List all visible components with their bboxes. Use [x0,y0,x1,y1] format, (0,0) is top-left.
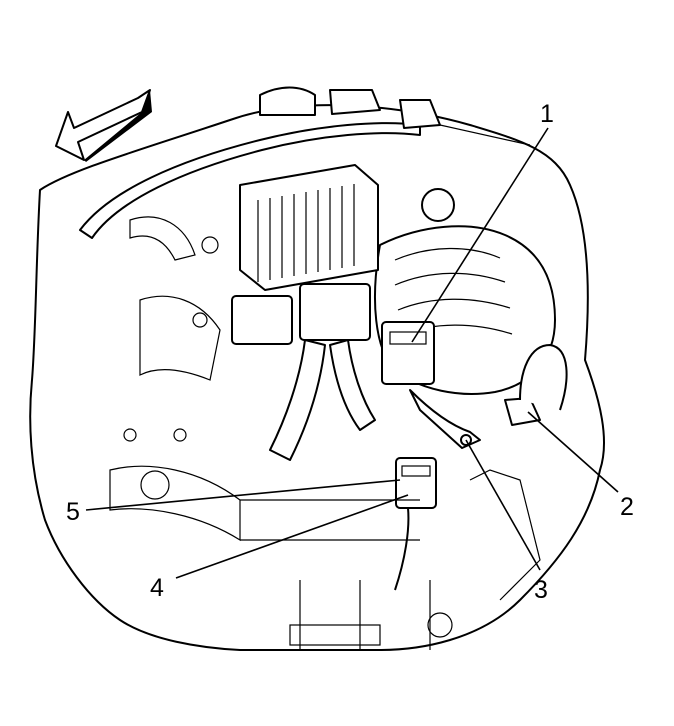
sensor-2 [504,344,568,426]
leader-line-1 [411,127,549,343]
callouts: 1 2 3 4 5 [66,100,634,604]
leader-line-3 [465,439,541,571]
leader-lines [85,127,619,579]
connector-1 [381,321,435,385]
leader-line-2 [527,411,619,493]
callout-4: 4 [150,574,164,602]
leader-line-4 [175,494,409,579]
engine-illustration [29,86,606,651]
callout-2: 2 [620,493,634,521]
callout-1: 1 [540,100,554,128]
direction-arrow-icon [55,89,152,162]
callout-3: 3 [534,576,548,604]
leader-line-5 [85,479,401,511]
callout-5: 5 [66,498,80,526]
control-module [239,164,379,291]
